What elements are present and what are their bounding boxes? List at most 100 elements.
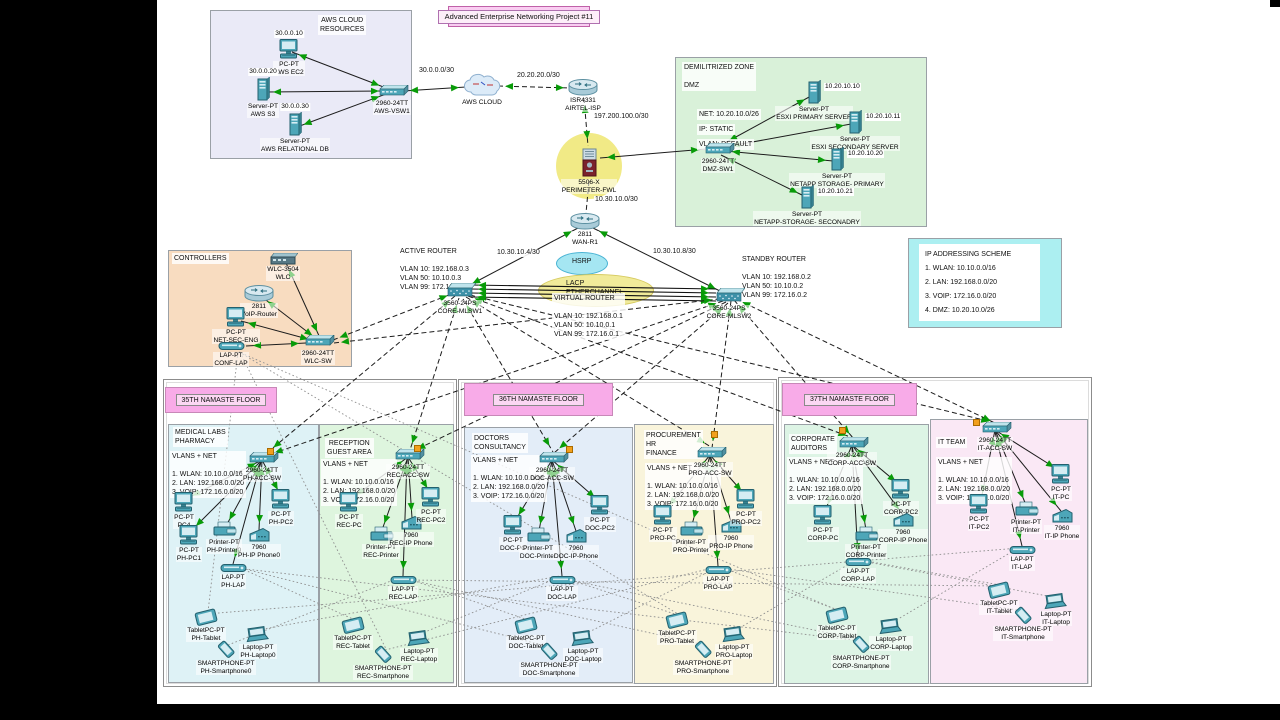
device-airtel-isp[interactable]: ISR4331 AIRTEL-ISP [538,79,628,113]
device-corp-ip-phone[interactable]: 7960 CORP-IP Phone [858,512,948,545]
device-corp-laptop[interactable]: Laptop-PT CORP-Laptop [846,618,936,652]
lap-icon [390,574,417,585]
device-aws-vsw1[interactable]: 2960-24TT AWS-VSW1 [347,84,437,116]
switch-icon [835,436,869,451]
pc-icon [889,479,913,500]
pc-icon [224,307,248,328]
device-rec-lap[interactable]: LAP-PT REC-LAP [358,574,448,602]
ip-scheme-note: IP ADDRESSING SCHEME 1. WLAN: 10.10.0.0/… [923,247,1014,319]
hsrp-ellipse: HSRP [556,252,608,275]
aws-s3-ip-label: 30.0.0.20 [248,68,278,76]
device-rec-smartphone[interactable]: SMARTPHONE-PT REC-Smartphone [338,645,428,681]
wlc-sw-label: 2960-24TT WLC-SW [300,350,336,366]
device-rec-acc-sw[interactable]: 2960-24TT REC-ACC-SW [363,448,453,480]
device-corp-smartphone[interactable]: SMARTPHONE-PT CORP-Smartphone [816,635,906,671]
device-wlc[interactable]: WLC-3504 WLC [238,252,328,282]
smartphone-icon [539,642,559,661]
tablet-icon [514,616,538,634]
device-conf-lap[interactable]: LAP-PT CONF-LAP [186,340,276,368]
pro-lap-label: LAP-PT PRO-LAP [702,576,734,592]
device-it-smartphone[interactable]: SMARTPHONE-PT IT-Smartphone [978,606,1068,642]
device-wan-r1[interactable]: 2811 WAN-R1 [540,213,630,247]
device-pro-lap[interactable]: LAP-PT PRO-LAP [673,564,763,592]
pc-icon [277,39,301,60]
device-it-ip-phone[interactable]: 7960 IT-IP Phone [1017,508,1107,541]
link-label-3: 10.30.10.0/30 [594,196,639,204]
device-it-pc[interactable]: PC-PT IT-PC [1016,464,1106,502]
corp-acc-sw-label: 2960-24TT CORP-ACC-SW [827,452,877,468]
pc-icon [269,489,293,510]
device-doc-ip-phone[interactable]: 7960 DOC-IP-Phone [531,528,621,561]
link-label-4: 10.30.10.4/30 [496,249,541,257]
device-doc-smartphone[interactable]: SMARTPHONE-PT DOC-Smartphone [504,642,594,678]
floor35-label: 35TH NAMASTE FLOOR [165,387,277,413]
pc-icon [734,489,758,510]
wan-r1-label: 2811 WAN-R1 [571,231,599,247]
project-title-box: Advanced Enterprise Networking Project #… [437,6,601,27]
lap-icon [220,562,247,573]
device-voip-router[interactable]: 2811 VoIP-Router [214,285,304,319]
ph-pc1-label: PC-PT PH-PC1 [175,547,203,563]
device-perimeter-fwl[interactable]: 5506-X PERIMETER-FWL [544,148,634,195]
device-dmz-sw1[interactable]: 2960-24TT DMZ-SW1 [673,142,763,174]
mlswitch-icon [713,287,746,304]
device-core-mlsw1[interactable]: 3560-24PS CORE-MLSW1 [415,282,505,316]
device-ph-lap[interactable]: LAP-PT PH-LAP [188,562,278,590]
doctors-title: DOCTORS CONSULTANCY [472,433,528,453]
device-ph-smartphone0[interactable]: SMARTPHONE-PT PH-Smartphone0 [181,640,271,676]
device-pro-smartphone[interactable]: SMARTPHONE-PT PRO-Smartphone [658,640,748,676]
device-wlc-sw[interactable]: 2960-24TT WLC-SW [273,334,363,366]
smartphone-icon [216,640,236,659]
switch-icon [693,446,727,461]
device-doc-lap[interactable]: LAP-PT DOC-LAP [517,574,607,602]
device-ph-pc1[interactable]: PC-PT PH-PC1 [144,525,234,563]
pharmacy-title: MEDICAL LABS PHARMACY [173,427,228,447]
corp-ip-phone-label: 7960 CORP-IP Phone [877,529,929,545]
pc-icon [337,492,361,513]
device-corp-acc-sw[interactable]: 2960-24TT CORP-ACC-SW [807,436,897,468]
device-it-laptop[interactable]: Laptop-PT IT-Laptop [1011,593,1101,627]
device-pro-acc-sw[interactable]: 2960-24TT PRO-ACC-SW [665,446,755,478]
pc-icon [1049,464,1073,485]
tablet-icon [194,608,218,626]
device-it-pc2[interactable]: PC-PT IT-PC2 [934,494,1024,532]
rec-acc-sw-label: 2960-24TT REC-ACC-SW [385,464,431,480]
it-title: IT TEAM [936,437,968,448]
device-aws-cloud[interactable]: AWS CLOUD [437,72,527,107]
phone-icon [892,512,915,528]
device-it-acc-sw[interactable]: 2960-24TT IT-ACC-SW [950,421,1040,453]
link-status-marker-5 [973,419,980,426]
pc-icon [172,492,196,513]
device-core-mlsw2[interactable]: 3560-24PS CORE-MLSW2 [684,287,774,321]
tablet-icon [341,616,365,634]
link-status-marker-1 [414,445,421,452]
lap-icon [705,564,732,575]
wlc-icon [268,252,299,265]
device-ph-ip-phone0[interactable]: 7960 PH-IP Phone0 [214,527,304,560]
switch-icon [375,84,409,99]
perimeter-fwl-label: 5506-X PERIMETER-FWL [560,179,618,195]
device-rec-pc2[interactable]: PC-PT REC-PC2 [386,487,476,525]
floor37-label: 37TH NAMASTE FLOOR [782,383,917,416]
it-pc-label: PC-PT IT-PC [1050,486,1072,502]
device-doc-acc-sw[interactable]: 2960-24TT DOC-ACC-SW [507,451,597,483]
letterbox-bottom [0,704,1280,720]
core-mlsw2-label: 3560-24PS CORE-MLSW2 [705,305,753,321]
rec-pc2-label: PC-PT REC-PC2 [415,509,447,525]
hsrp-ellipse-label: HSRP [572,258,592,265]
device-corp-lap[interactable]: LAP-PT CORP-LAP [813,556,903,584]
ph-acc-sw-label: 2960-24TT PH-ACC-SW [241,467,283,483]
device-net-sec-eng[interactable]: PC-PT NET-SEC-ENG [191,307,281,345]
floor36-label-text: 36TH NAMASTE FLOOR [493,393,584,406]
pro-ip-phone-label: 7960 PRO-IP Phone [708,535,754,551]
device-it-lap[interactable]: LAP-PT IT-LAP [977,544,1067,572]
device-ph-acc-sw[interactable]: 2960-24TT PH-ACC-SW [217,451,307,483]
virtual-router-note: VIRTUAL ROUTER VLAN 10: 192.168.0.1 VLAN… [552,293,625,340]
lap-icon [218,340,245,351]
device-corp-pc2[interactable]: PC-PT CORP-PC2 [856,479,946,517]
